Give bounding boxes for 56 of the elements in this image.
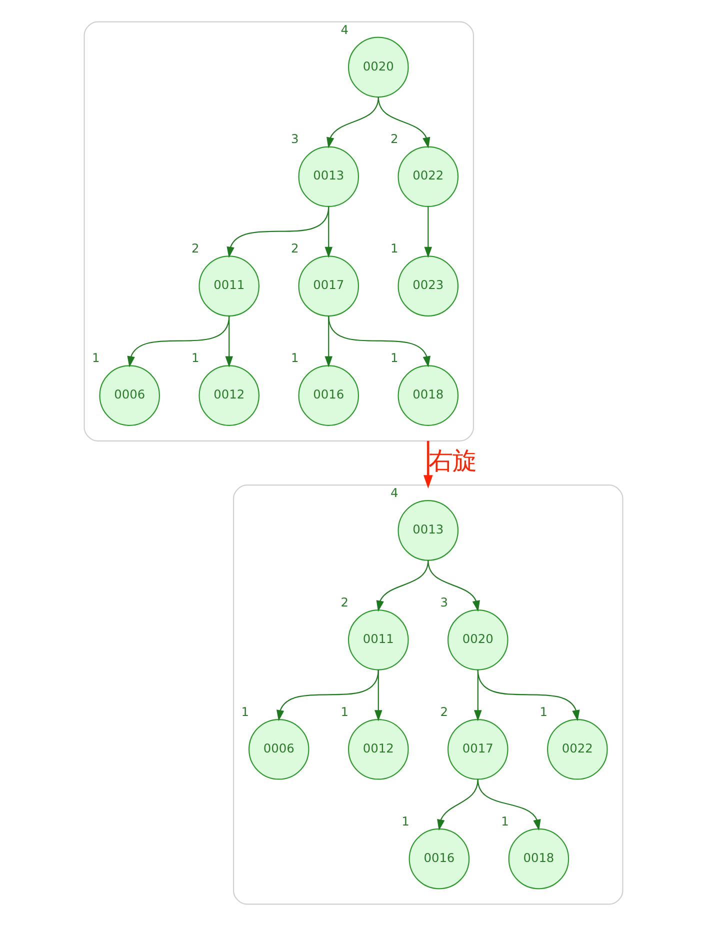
arrow bbox=[477, 670, 580, 722]
arrow bbox=[423, 440, 433, 488]
node-circle: 0020 bbox=[348, 36, 409, 98]
node-circle: 0022 bbox=[398, 146, 459, 208]
arrow bbox=[226, 206, 330, 258]
node-label: 2 bbox=[390, 132, 398, 146]
arrow bbox=[477, 779, 541, 831]
arrow bbox=[326, 96, 379, 148]
node-label: 1 bbox=[390, 351, 398, 366]
node-label: 1 bbox=[540, 704, 548, 719]
node-circle: 0013 bbox=[298, 146, 360, 208]
arrow bbox=[276, 670, 379, 722]
node-label: 1 bbox=[291, 351, 299, 366]
node-circle: 0013 bbox=[398, 500, 459, 561]
node-label: 1 bbox=[340, 704, 349, 719]
node-label: 2 bbox=[291, 242, 299, 256]
node-label: 1 bbox=[192, 351, 200, 366]
arrow bbox=[374, 670, 382, 722]
node-label: 1 bbox=[402, 814, 410, 828]
node-label: 4 bbox=[340, 22, 349, 37]
node-label: 3 bbox=[440, 596, 448, 610]
node-label: 1 bbox=[501, 814, 509, 828]
arrow bbox=[378, 96, 430, 148]
node-circle: 0016 bbox=[298, 365, 360, 426]
node-circle: 0006 bbox=[99, 365, 160, 426]
node-circle: 0011 bbox=[198, 256, 260, 316]
node-circle: 0022 bbox=[547, 718, 608, 780]
arrow bbox=[428, 560, 480, 612]
node-circle: 0018 bbox=[508, 828, 570, 890]
arrow bbox=[424, 206, 432, 258]
cluster bbox=[232, 484, 624, 905]
node-circle: 0017 bbox=[447, 718, 508, 780]
node-label: 1 bbox=[92, 351, 100, 366]
node-circle: 0020 bbox=[447, 610, 508, 670]
arrow bbox=[328, 316, 431, 368]
arrow bbox=[437, 779, 478, 831]
node-circle: 0012 bbox=[348, 718, 409, 780]
edge-label: 右旋 bbox=[428, 446, 476, 476]
node-circle: 0006 bbox=[248, 718, 310, 780]
node-circle: 0012 bbox=[198, 365, 260, 426]
arrow bbox=[225, 316, 233, 368]
arrow bbox=[324, 206, 332, 258]
arrow bbox=[127, 316, 230, 368]
node-circle: 0011 bbox=[348, 610, 409, 670]
cluster bbox=[84, 21, 474, 442]
node-label: 2 bbox=[192, 242, 200, 256]
node-label: 1 bbox=[241, 704, 250, 719]
node-circle: 0016 bbox=[408, 828, 470, 890]
node-circle: 0023 bbox=[398, 256, 459, 316]
node-circle: 0017 bbox=[298, 256, 360, 316]
node-label: 1 bbox=[390, 242, 398, 256]
node-circle: 0018 bbox=[398, 365, 459, 426]
node-label: 4 bbox=[390, 486, 398, 500]
node-label: 3 bbox=[291, 132, 299, 146]
node-label: 2 bbox=[340, 596, 349, 610]
node-label: 2 bbox=[440, 704, 448, 719]
